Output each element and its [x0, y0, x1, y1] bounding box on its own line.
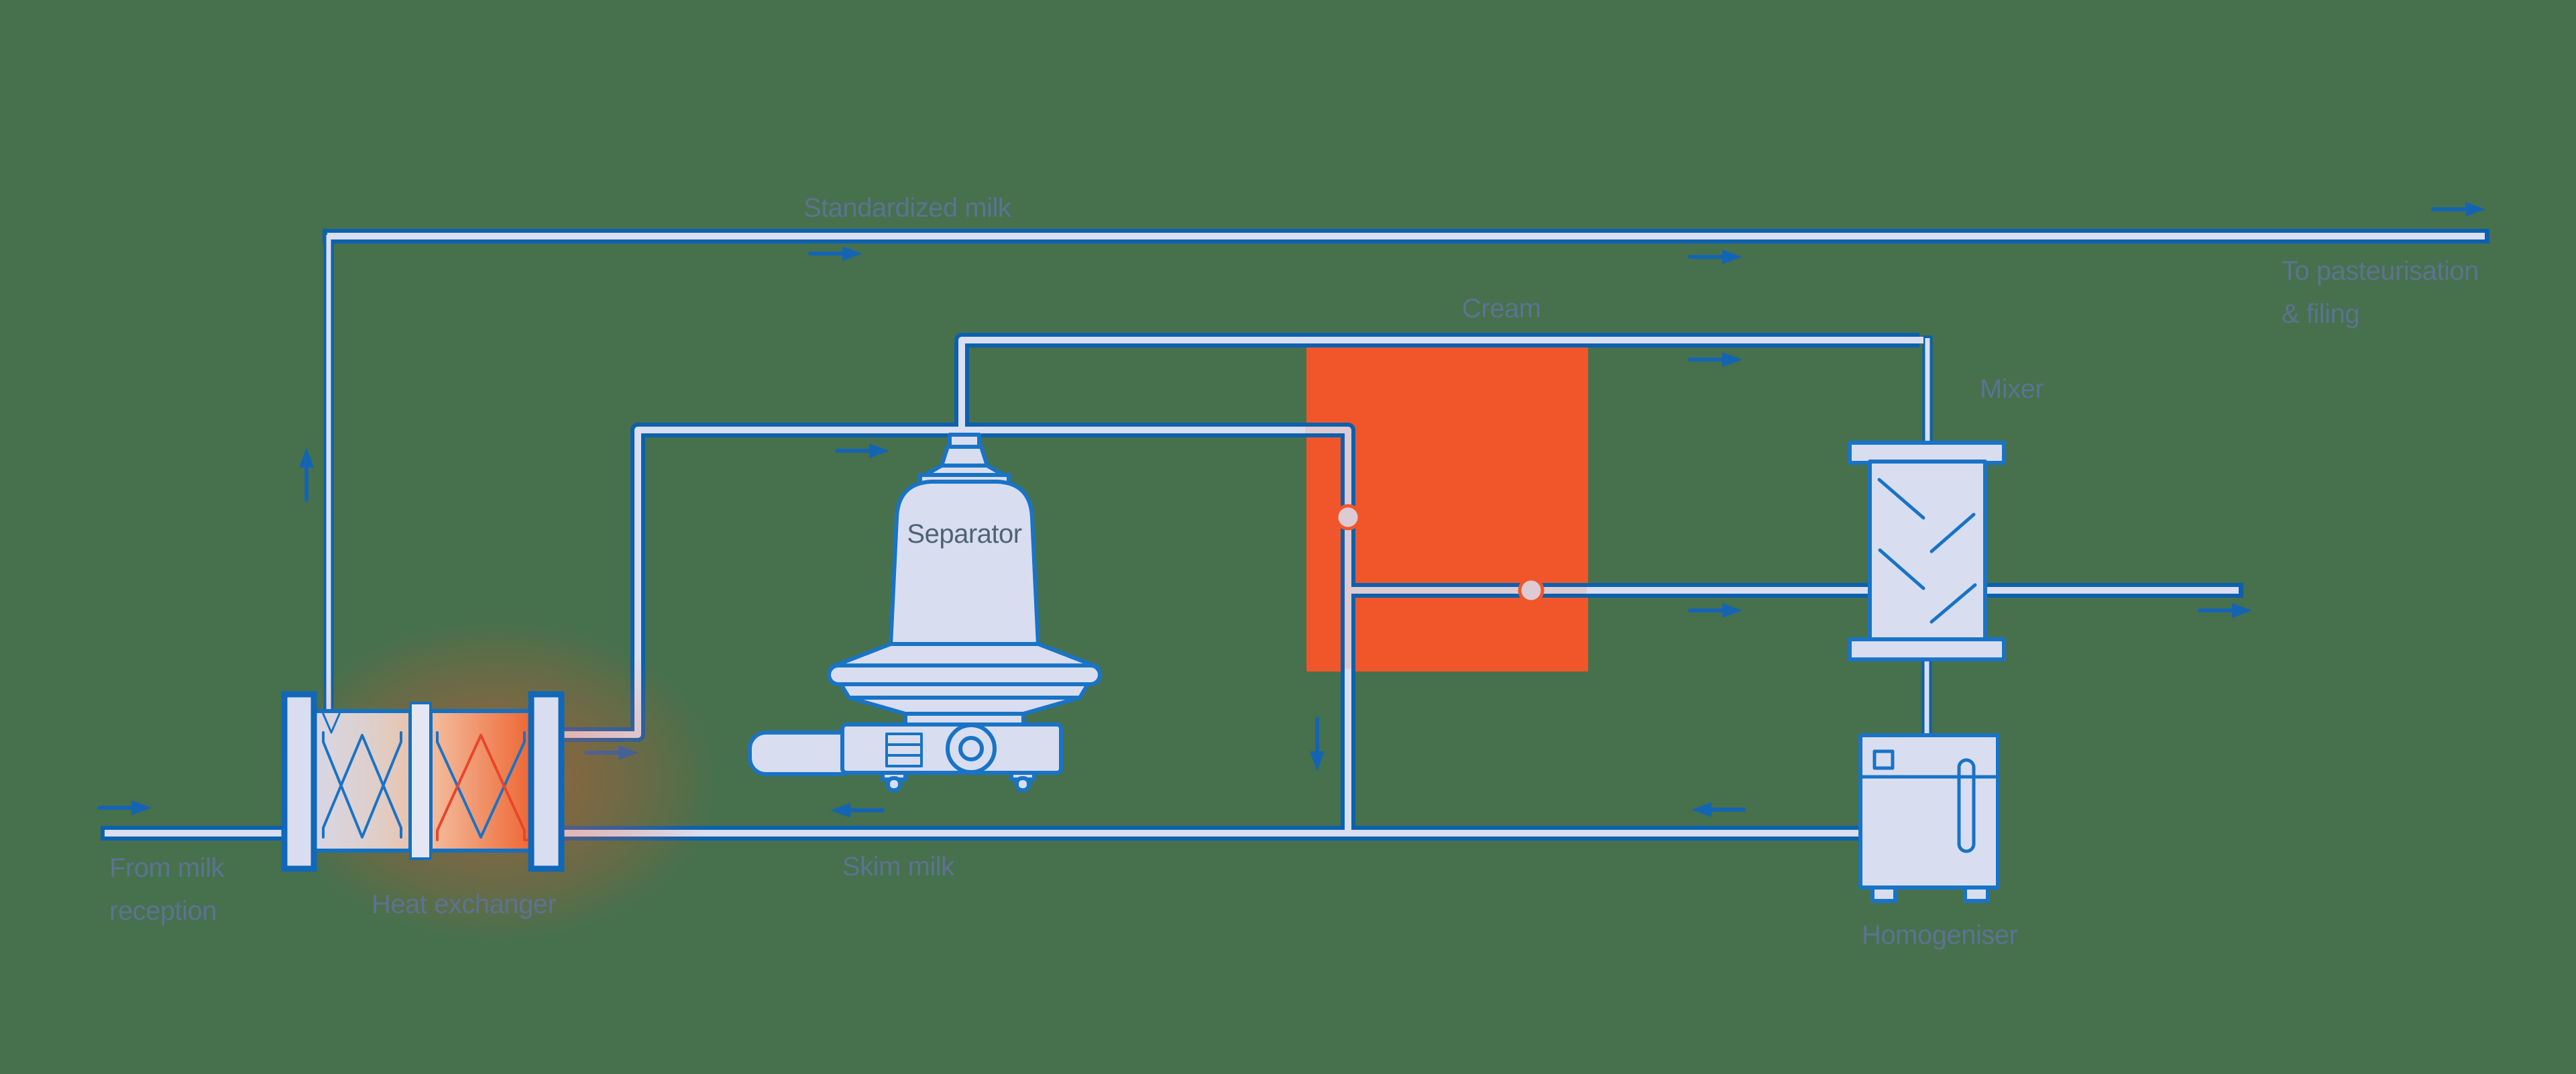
label-from-milk-reception: From milk reception [109, 853, 225, 926]
homogeniser-foot-right [1963, 885, 1990, 903]
flow-arrow-right-icon [1722, 250, 1742, 264]
pipe-crossing-markers [1335, 504, 1545, 604]
hx-coil-left-cold [322, 731, 402, 839]
flow-arrow-right-icon [2465, 202, 2485, 217]
hx-coil-right-cold [436, 731, 526, 839]
hx-cell-left [312, 709, 412, 853]
pipe-crossing-marker [1335, 504, 1361, 531]
flow-arrow-left-icon [830, 803, 850, 818]
hx-cell-right [429, 709, 533, 853]
hx-inlet-funnel [321, 711, 341, 734]
flow-arrow-up-icon [299, 447, 314, 468]
homogeniser-body [1858, 733, 2000, 890]
mixer-body [1868, 460, 1987, 641]
label-to-pasteurisation: To pasteurisation & filing [2282, 256, 2479, 329]
hx-left-plate [281, 691, 317, 872]
hx-right-plate [528, 691, 565, 872]
label-cream: Cream [1462, 294, 1541, 323]
separator-flange [827, 663, 1102, 686]
homogeniser-graphic [1858, 733, 2000, 903]
label-homogeniser: Homogeniser [1862, 920, 2018, 950]
separator-bowl [889, 480, 1040, 647]
separator-graphic [748, 433, 1102, 792]
flow-arrow-right-icon [842, 246, 862, 261]
separator-foot-right [1015, 776, 1031, 792]
label-heat-exchanger: Heat exchanger [372, 890, 557, 919]
hx-center-plate [409, 702, 432, 860]
flow-arrow-right-icon [2232, 603, 2252, 618]
hx-coil-left-warm [322, 734, 402, 839]
flow-arrow-left-icon [1691, 802, 1712, 817]
mixer-bottom-flange [1848, 637, 2006, 661]
homogeniser-gauge [1872, 749, 1895, 770]
pipe-crossing-marker [1518, 577, 1545, 604]
flow-arrow-right-icon [1722, 603, 1742, 618]
hx-coil-right-hot [436, 734, 531, 841]
homogeniser-foot-left [1870, 885, 1897, 903]
label-skim-milk: Skim milk [842, 852, 954, 881]
label-mixer: Mixer [1980, 374, 2044, 404]
flow-arrow-right-icon [131, 800, 152, 815]
separator-foot-left [886, 776, 902, 792]
separator-vent [885, 733, 923, 767]
mixer-graphic [1848, 441, 2006, 661]
label-standardized-milk: Standardized milk [803, 193, 1011, 223]
separator-cap [940, 445, 989, 468]
flow-arrow-down-icon [1310, 751, 1325, 771]
flow-arrow-right-icon [1722, 352, 1742, 367]
label-separator: Separator [907, 519, 1022, 549]
homogeniser-piston [1957, 758, 1976, 853]
heat-exchanger-graphic [275, 620, 718, 942]
flow-arrow-right-icon [869, 443, 889, 458]
